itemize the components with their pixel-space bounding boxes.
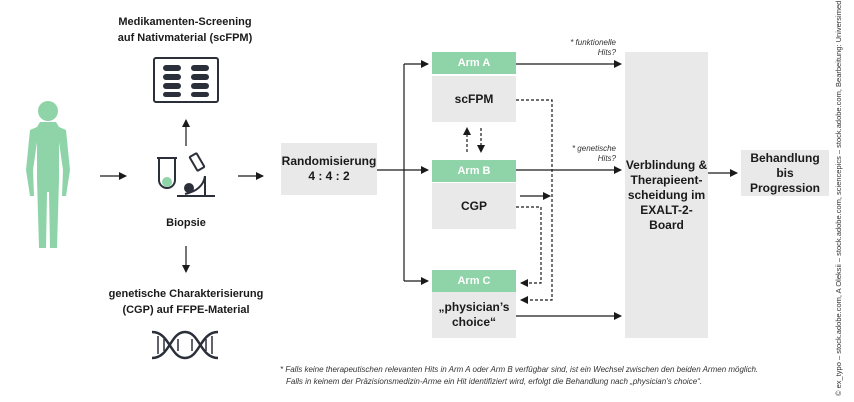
drug-screening-plate-icon bbox=[153, 57, 219, 103]
board-line2: Therapieent- bbox=[630, 172, 703, 187]
genetic-hits-note-line1: * genetische bbox=[571, 144, 616, 153]
treatment-line2: bis Progression bbox=[749, 165, 821, 195]
genetics-title-line2: (CGP) auf FFPE-Material bbox=[122, 304, 250, 316]
arm-b-header: Arm B bbox=[432, 160, 516, 182]
functional-hits-note-line1: * funktionelle bbox=[570, 38, 616, 47]
randomization-label: Randomisierung bbox=[281, 154, 377, 168]
footnote-line1: * Falls keine therapeutischen relevanten… bbox=[280, 365, 759, 374]
randomization-ratio: 4 : 4 : 2 bbox=[308, 169, 350, 183]
arm-c-body-line2: choice“ bbox=[451, 315, 496, 329]
functional-hits-note-line2: Hits? bbox=[597, 48, 616, 57]
genetics-title-line1: genetische Charakterisierung bbox=[108, 288, 264, 300]
image-credit: © ex_typo – stock.adobe.com, A Oleksii –… bbox=[834, 0, 843, 396]
biopsy-label: Biopsie bbox=[166, 217, 206, 229]
arm-a-header: Arm A bbox=[432, 52, 516, 74]
screening-title-line2: auf Nativmaterial (scFPM) bbox=[117, 32, 253, 44]
board-line3: scheidung im bbox=[627, 187, 706, 202]
genetic-hits-note-line2: Hits? bbox=[597, 154, 616, 163]
arm-c-body-line1: „physician’s bbox=[438, 300, 510, 314]
arm-c-header: Arm C bbox=[432, 270, 516, 292]
dna-helix-icon bbox=[151, 330, 219, 360]
arm-b-box: CGP bbox=[432, 183, 516, 229]
arm-a-body: scFPM bbox=[454, 91, 494, 106]
board-box: Verblindung & Therapieent- scheidung im … bbox=[625, 52, 708, 338]
treatment-line1: Behandlung bbox=[750, 150, 820, 165]
arm-c-box: „physician’s choice“ bbox=[432, 292, 516, 338]
arm-b-body: CGP bbox=[460, 198, 487, 213]
board-line4: EXALT-2-Board bbox=[640, 202, 693, 232]
screening-title-line1: Medikamenten-Screening bbox=[118, 16, 252, 28]
board-line1: Verblindung & bbox=[625, 157, 708, 172]
patient-figure-icon bbox=[26, 101, 70, 248]
footnote-line2: Falls in keinem der Präzisionsmedizin-Ar… bbox=[286, 377, 703, 386]
treatment-box: Behandlung bis Progression bbox=[741, 150, 829, 196]
randomization-box: Randomisierung 4 : 4 : 2 bbox=[281, 143, 377, 195]
biopsy-lab-icon bbox=[157, 152, 215, 197]
arm-a-box: scFPM bbox=[432, 76, 516, 122]
